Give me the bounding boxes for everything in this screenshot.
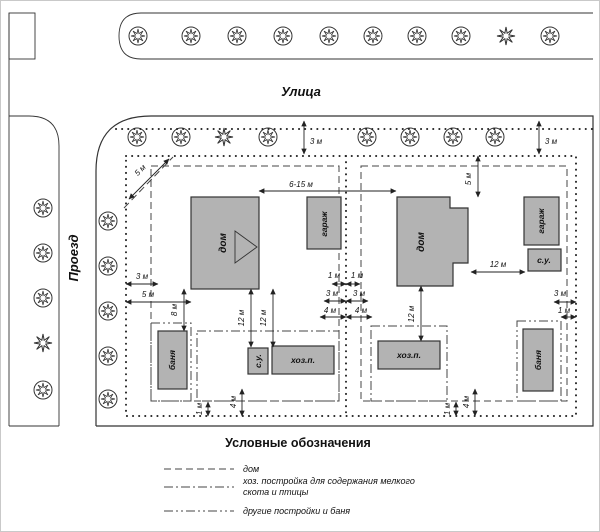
tree-icon — [363, 26, 383, 46]
garage-right-label: гараж — [536, 208, 546, 234]
corner-chamfer-line — [123, 156, 174, 209]
lot-fence-dotted — [125, 155, 577, 417]
house-setback-line-right-lot — [360, 165, 568, 402]
dimension-label: 3 м — [136, 272, 149, 281]
hozp-right-label: хоз.п. — [396, 350, 421, 360]
banya-zone-left-lot — [150, 322, 192, 402]
dimension-label: 3 м — [310, 137, 323, 146]
pine-icon — [33, 333, 53, 353]
outbuilding-zone-right-lot — [370, 325, 448, 402]
tree-icon — [540, 26, 560, 46]
tree-icon — [407, 26, 427, 46]
corner-parcel-block — [8, 12, 36, 60]
banya-zone-right-lot — [516, 320, 562, 402]
banya-right-label: баня — [533, 350, 543, 370]
house-left-label: дом — [218, 233, 229, 253]
tree-icon — [319, 26, 339, 46]
dimension-label: 1 м — [328, 271, 341, 280]
dimension-label: 3 м — [545, 137, 558, 146]
passage-label: Проезд — [66, 235, 81, 282]
dimension-label: 3 м — [326, 289, 339, 298]
garage-left — [306, 196, 342, 250]
su-left — [247, 347, 269, 375]
su-left-label: с.у. — [253, 354, 263, 368]
legend-label-house: дом — [243, 464, 259, 474]
hozp-left — [271, 345, 335, 375]
street-tree-strip — [118, 12, 593, 60]
tree-icon — [181, 26, 201, 46]
tree-icon — [227, 26, 247, 46]
house-left — [190, 196, 260, 290]
dimension-label: 1 м — [443, 402, 452, 415]
dimension-label: 1 м — [195, 402, 204, 415]
tree-icon — [273, 26, 293, 46]
dimension-label: 8 м — [170, 303, 179, 316]
su-right-label: с.у. — [537, 255, 551, 265]
house-right-label: дом — [416, 232, 427, 252]
dimension-label: 4 м — [462, 395, 471, 408]
passage-west-edge — [9, 115, 60, 426]
tree-icon — [98, 211, 118, 231]
tree-icon — [98, 301, 118, 321]
dimension-label: 4 м — [355, 306, 368, 315]
tree-icon — [33, 288, 53, 308]
banya-right — [522, 328, 554, 392]
tree-icon — [171, 127, 191, 147]
legend-label-outbuilding-line1: хоз. постройка для содержания мелкого — [242, 476, 415, 486]
tree-icon — [485, 127, 505, 147]
dimension-label: 12 м — [407, 305, 416, 322]
street-label: Улица — [281, 84, 321, 99]
tree-icon — [128, 26, 148, 46]
legend-label-outbuilding-line2: скота и птицы — [243, 487, 309, 497]
dimension-label: 12 м — [237, 309, 246, 326]
legend-title: Условные обозначения — [225, 436, 371, 450]
tree-icon — [357, 127, 377, 147]
dimension-label: 1 м — [558, 306, 571, 315]
banya-left — [157, 330, 188, 390]
tree-icon — [258, 127, 278, 147]
tree-icon — [33, 380, 53, 400]
tree-icon — [33, 243, 53, 263]
banya-left-label: баня — [167, 350, 177, 370]
tree-icon — [98, 346, 118, 366]
garage-left-label: гараж — [319, 211, 329, 237]
tree-icon — [443, 127, 463, 147]
dimension-label: 3 м — [554, 289, 567, 298]
tree-icon — [127, 127, 147, 147]
tree-icon — [98, 389, 118, 409]
dimension-label: 5 м — [133, 162, 148, 177]
legend-label-other: другие постройки и баня — [243, 506, 350, 516]
dimension-label: 3 м — [353, 289, 366, 298]
dimension-label: 12 м — [259, 309, 268, 326]
tree-icon — [98, 256, 118, 276]
dimension-label: 5 м — [142, 290, 155, 299]
hozp-left-label: хоз.п. — [290, 355, 315, 365]
pine-icon — [214, 127, 234, 147]
dimension-label: 5 м — [464, 172, 473, 185]
dimension-label: 1 м — [351, 271, 364, 280]
dimension-label: 6-15 м — [289, 180, 313, 189]
pine-icon — [496, 26, 516, 46]
dimension-line — [128, 158, 170, 200]
garage-right — [523, 196, 560, 246]
su-right — [527, 248, 562, 272]
tree-icon — [33, 198, 53, 218]
dimension-label: 4 м — [324, 306, 337, 315]
quarter-border — [95, 115, 594, 427]
dimension-label: 4 м — [229, 395, 238, 408]
dimension-label: 12 м — [490, 260, 507, 269]
tree-icon — [400, 127, 420, 147]
tree-icon — [451, 26, 471, 46]
outbuilding-zone-left-lot — [196, 330, 340, 402]
hozp-right — [377, 340, 441, 370]
house-right — [396, 196, 469, 287]
house-left-roof-mark — [234, 230, 258, 264]
